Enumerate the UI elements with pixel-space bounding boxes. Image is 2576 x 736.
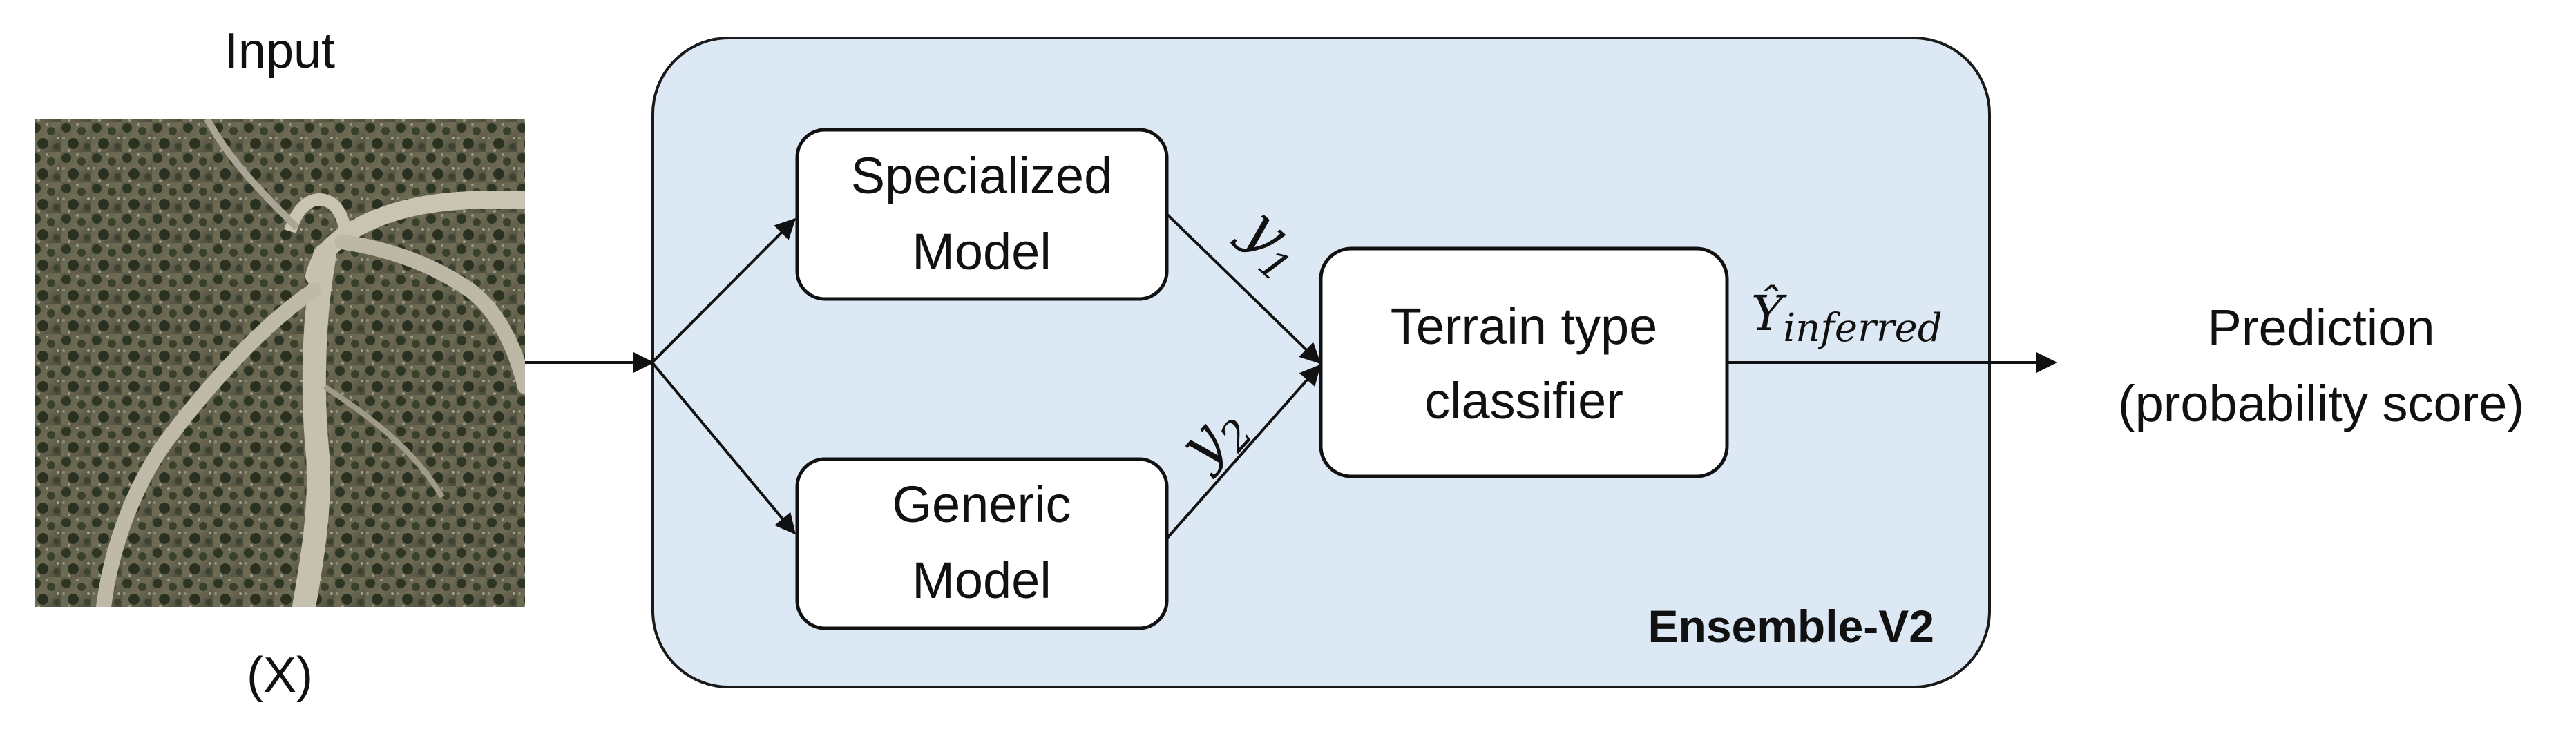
arrow-to-generic bbox=[651, 361, 796, 535]
specialized-model-label-line1: Specialized bbox=[851, 147, 1112, 204]
input-image bbox=[35, 119, 525, 607]
generic-model-box: Generic Model bbox=[795, 457, 1169, 630]
specialized-model-label-line2: Model bbox=[912, 223, 1051, 280]
classifier-label-line2: classifier bbox=[1424, 372, 1623, 429]
svg-text:Ŷinferred: Ŷinferred bbox=[1751, 285, 1943, 351]
arrow-y1 bbox=[1165, 213, 1322, 365]
terrain-classifier-box: Terrain type classifier bbox=[1319, 246, 1729, 478]
input-title: Input bbox=[225, 23, 335, 79]
generic-model-label-line1: Generic bbox=[892, 476, 1071, 533]
y-inferred-label: Ŷinferred bbox=[1751, 285, 1943, 351]
arrow-y2 bbox=[1165, 364, 1321, 540]
probability-score-label: (probability score) bbox=[2118, 375, 2524, 432]
generic-model-label-line2: Model bbox=[912, 552, 1051, 609]
ensemble-label: Ensemble-V2 bbox=[1648, 601, 1935, 652]
classifier-label-line1: Terrain type bbox=[1391, 298, 1658, 355]
prediction-label: Prediction bbox=[2207, 299, 2434, 356]
specialized-model-box: Specialized Model bbox=[795, 128, 1169, 301]
input-symbol: (X) bbox=[247, 648, 313, 703]
arrow-to-specialized bbox=[651, 217, 796, 364]
